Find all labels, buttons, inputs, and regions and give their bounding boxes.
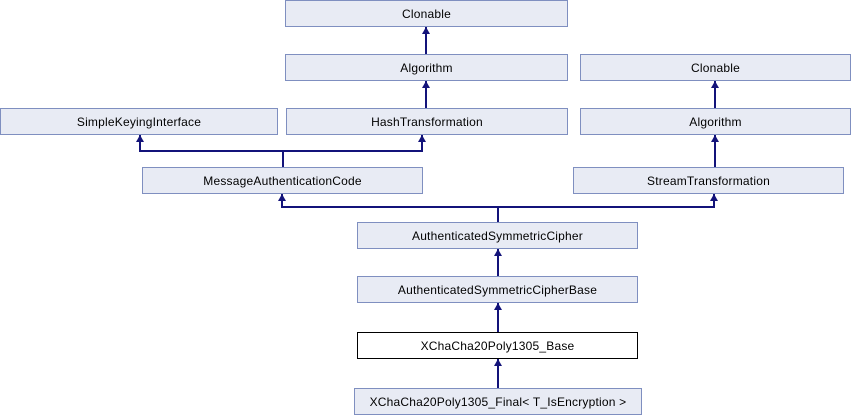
node-label: Algorithm: [400, 60, 453, 75]
edge-algorithmright-to-clonableright: [714, 81, 716, 108]
edge-mac-stem: [282, 152, 284, 167]
node-simplekeyinginterface[interactable]: SimpleKeyingInterface: [0, 108, 278, 135]
node-clonable-right[interactable]: Clonable: [580, 54, 851, 81]
node-streamtransformation[interactable]: StreamTransformation: [573, 167, 844, 194]
node-authenticatedsymmetriccipher[interactable]: AuthenticatedSymmetricCipher: [357, 222, 638, 249]
node-label: HashTransformation: [371, 114, 483, 129]
arrowhead-hashtransformation-to-algorithm: [422, 81, 430, 88]
arrowhead-streamtransformation-to-algorithmright: [711, 135, 719, 142]
edge-mac-to-hashtransformation: [421, 135, 423, 152]
node-label: Algorithm: [689, 114, 742, 129]
edge-mac-to-simplekeying: [139, 135, 141, 152]
arrowhead-mac-to-simplekeying: [136, 135, 144, 142]
node-label: StreamTransformation: [647, 173, 770, 188]
arrowhead-asc-to-streamtransformation: [710, 194, 718, 201]
node-hashtransformation[interactable]: HashTransformation: [286, 108, 568, 135]
edge-asc-stem: [497, 208, 499, 222]
node-label: MessageAuthenticationCode: [203, 173, 362, 188]
node-authenticatedsymmetriccipherbase[interactable]: AuthenticatedSymmetricCipherBase: [357, 276, 638, 303]
edge-ascbase-to-asc: [497, 249, 499, 276]
node-label: Clonable: [691, 60, 740, 75]
node-label: Clonable: [402, 6, 451, 21]
edge-mac-bus: [139, 150, 423, 152]
node-algorithm-right[interactable]: Algorithm: [580, 108, 851, 135]
arrowhead-xchachafinal-to-xchachabase: [494, 359, 502, 366]
arrowhead-mac-to-hashtransformation: [418, 135, 426, 142]
edge-asc-bus: [281, 206, 715, 208]
edge-streamtransformation-to-algorithmright: [714, 135, 716, 167]
node-label: AuthenticatedSymmetricCipher: [411, 228, 583, 243]
arrowhead-ascbase-to-asc: [494, 249, 502, 256]
edge-asc-to-streamtransformation: [713, 194, 715, 208]
arrowhead-algorithm-to-clonable: [422, 27, 430, 34]
edge-xchachabase-to-ascbase: [497, 303, 499, 332]
node-algorithm-middle[interactable]: Algorithm: [285, 54, 568, 81]
arrowhead-algorithmright-to-clonableright: [711, 81, 719, 88]
node-xchacha20poly1305-base[interactable]: XChaCha20Poly1305_Base: [357, 332, 638, 359]
node-messageauthenticationcode[interactable]: MessageAuthenticationCode: [142, 167, 423, 194]
edge-hashtransformation-to-algorithm: [425, 81, 427, 108]
node-label: XChaCha20Poly1305_Final< T_IsEncryption …: [369, 394, 627, 409]
edge-algorithm-to-clonable: [425, 27, 427, 54]
node-label: AuthenticatedSymmetricCipherBase: [397, 282, 598, 297]
node-label: XChaCha20Poly1305_Base: [420, 338, 575, 353]
arrowhead-asc-to-mac: [278, 194, 286, 201]
node-xchacha20poly1305-final[interactable]: XChaCha20Poly1305_Final< T_IsEncryption …: [354, 388, 642, 415]
arrowhead-xchachabase-to-ascbase: [494, 303, 502, 310]
node-label: SimpleKeyingInterface: [76, 114, 202, 129]
edge-asc-to-mac: [281, 194, 283, 208]
edge-xchachafinal-to-xchachabase: [497, 359, 499, 388]
node-clonable-top[interactable]: Clonable: [285, 0, 568, 27]
